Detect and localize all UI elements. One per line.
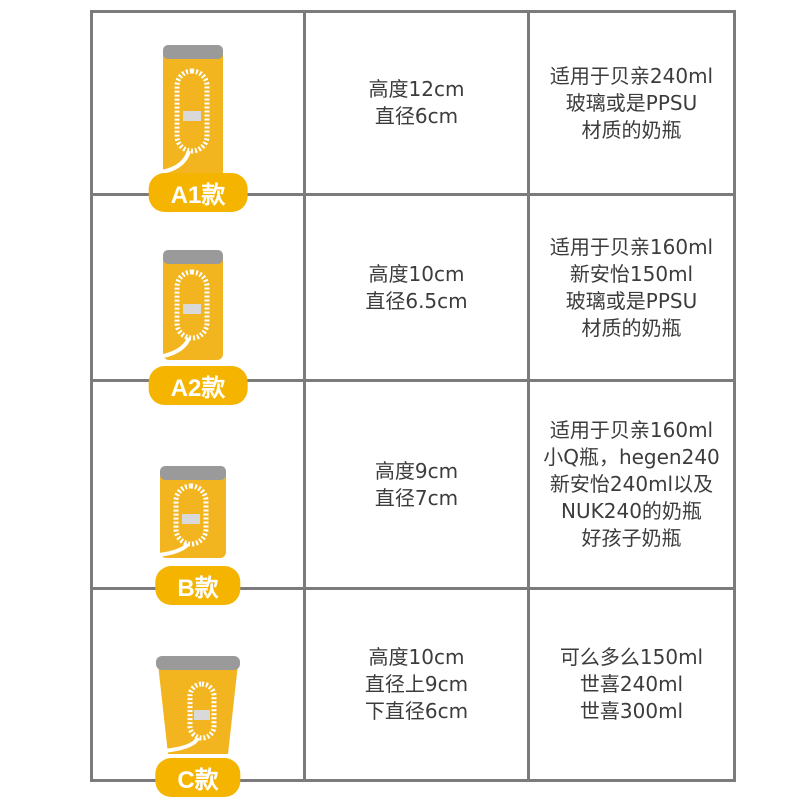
compat-text: NUK240的奶瓶: [561, 499, 702, 523]
model-label: C款: [155, 758, 241, 797]
compat-text: 适用于贝亲160ml: [549, 234, 714, 259]
size-text: 直径6.5cm: [365, 288, 468, 313]
column-divider: [303, 13, 306, 779]
compat-text: 小Q瓶，hegen240: [543, 445, 720, 469]
compatibility-cell: 适用于贝亲160ml 新安怡150ml 玻璃或是PPSU 材质的奶瓶: [530, 196, 733, 379]
product-comparison-table: A1款 高度12cm 直径6cm 适用于贝亲240ml 玻璃或是PPSU 材质的…: [90, 10, 736, 797]
column-divider: [527, 13, 530, 779]
product-image-cell: A1款: [93, 13, 303, 212]
size-text: 下直径6cm: [364, 699, 469, 723]
compat-text: 玻璃或是PPSU: [565, 90, 698, 115]
product-image-cell: B款: [93, 382, 303, 605]
compatibility-cell: 适用于贝亲240ml 玻璃或是PPSU 材质的奶瓶: [530, 13, 733, 193]
compat-text: 新安怡150ml: [569, 261, 694, 286]
compat-text: 材质的奶瓶: [581, 315, 682, 340]
compat-text: 适用于贝亲160ml: [549, 418, 714, 442]
bottle-warmer-sleeve-icon: [153, 45, 223, 177]
size-text: 直径6cm: [374, 104, 459, 128]
size-text: 高度10cm: [368, 645, 465, 669]
compatibility-cell: 可么多么150ml 世喜240ml 世喜300ml: [530, 590, 733, 779]
product-image-cell: C款: [93, 590, 303, 797]
compatibility-cell: 适用于贝亲160ml 小Q瓶，hegen240 新安怡240ml以及 NUK24…: [530, 382, 733, 587]
bottle-warmer-sleeve-icon: [148, 466, 226, 558]
size-text: 高度9cm: [374, 458, 459, 483]
model-label: A1款: [148, 173, 248, 212]
compat-text: 世喜300ml: [579, 699, 684, 723]
compat-text: 可么多么150ml: [559, 645, 704, 669]
size-cell: 高度12cm 直径6cm: [306, 13, 527, 193]
size-text: 高度12cm: [368, 77, 465, 101]
model-label: A2款: [148, 366, 248, 405]
row-divider: [93, 379, 733, 382]
compat-text: 世喜240ml: [579, 672, 684, 696]
compat-text: 适用于贝亲240ml: [549, 63, 714, 88]
size-text: 高度10cm: [368, 261, 465, 286]
size-text: 直径上9cm: [364, 672, 469, 696]
compat-text: 好孩子奶瓶: [581, 526, 682, 550]
model-label: B款: [155, 566, 241, 605]
compat-text: 玻璃或是PPSU: [565, 288, 698, 313]
size-cell: 高度9cm 直径7cm: [306, 382, 527, 587]
compat-text: 新安怡240ml以及: [549, 472, 714, 496]
row-divider: [93, 587, 733, 590]
size-text: 直径7cm: [374, 485, 459, 510]
compat-text: 材质的奶瓶: [581, 117, 682, 142]
product-image-cell: A2款: [93, 196, 303, 405]
bottle-warmer-sleeve-icon: [149, 656, 240, 754]
row-divider: [93, 193, 733, 196]
bottle-warmer-sleeve-icon: [153, 250, 223, 360]
size-cell: 高度10cm 直径6.5cm: [306, 196, 527, 379]
size-cell: 高度10cm 直径上9cm 下直径6cm: [306, 590, 527, 779]
